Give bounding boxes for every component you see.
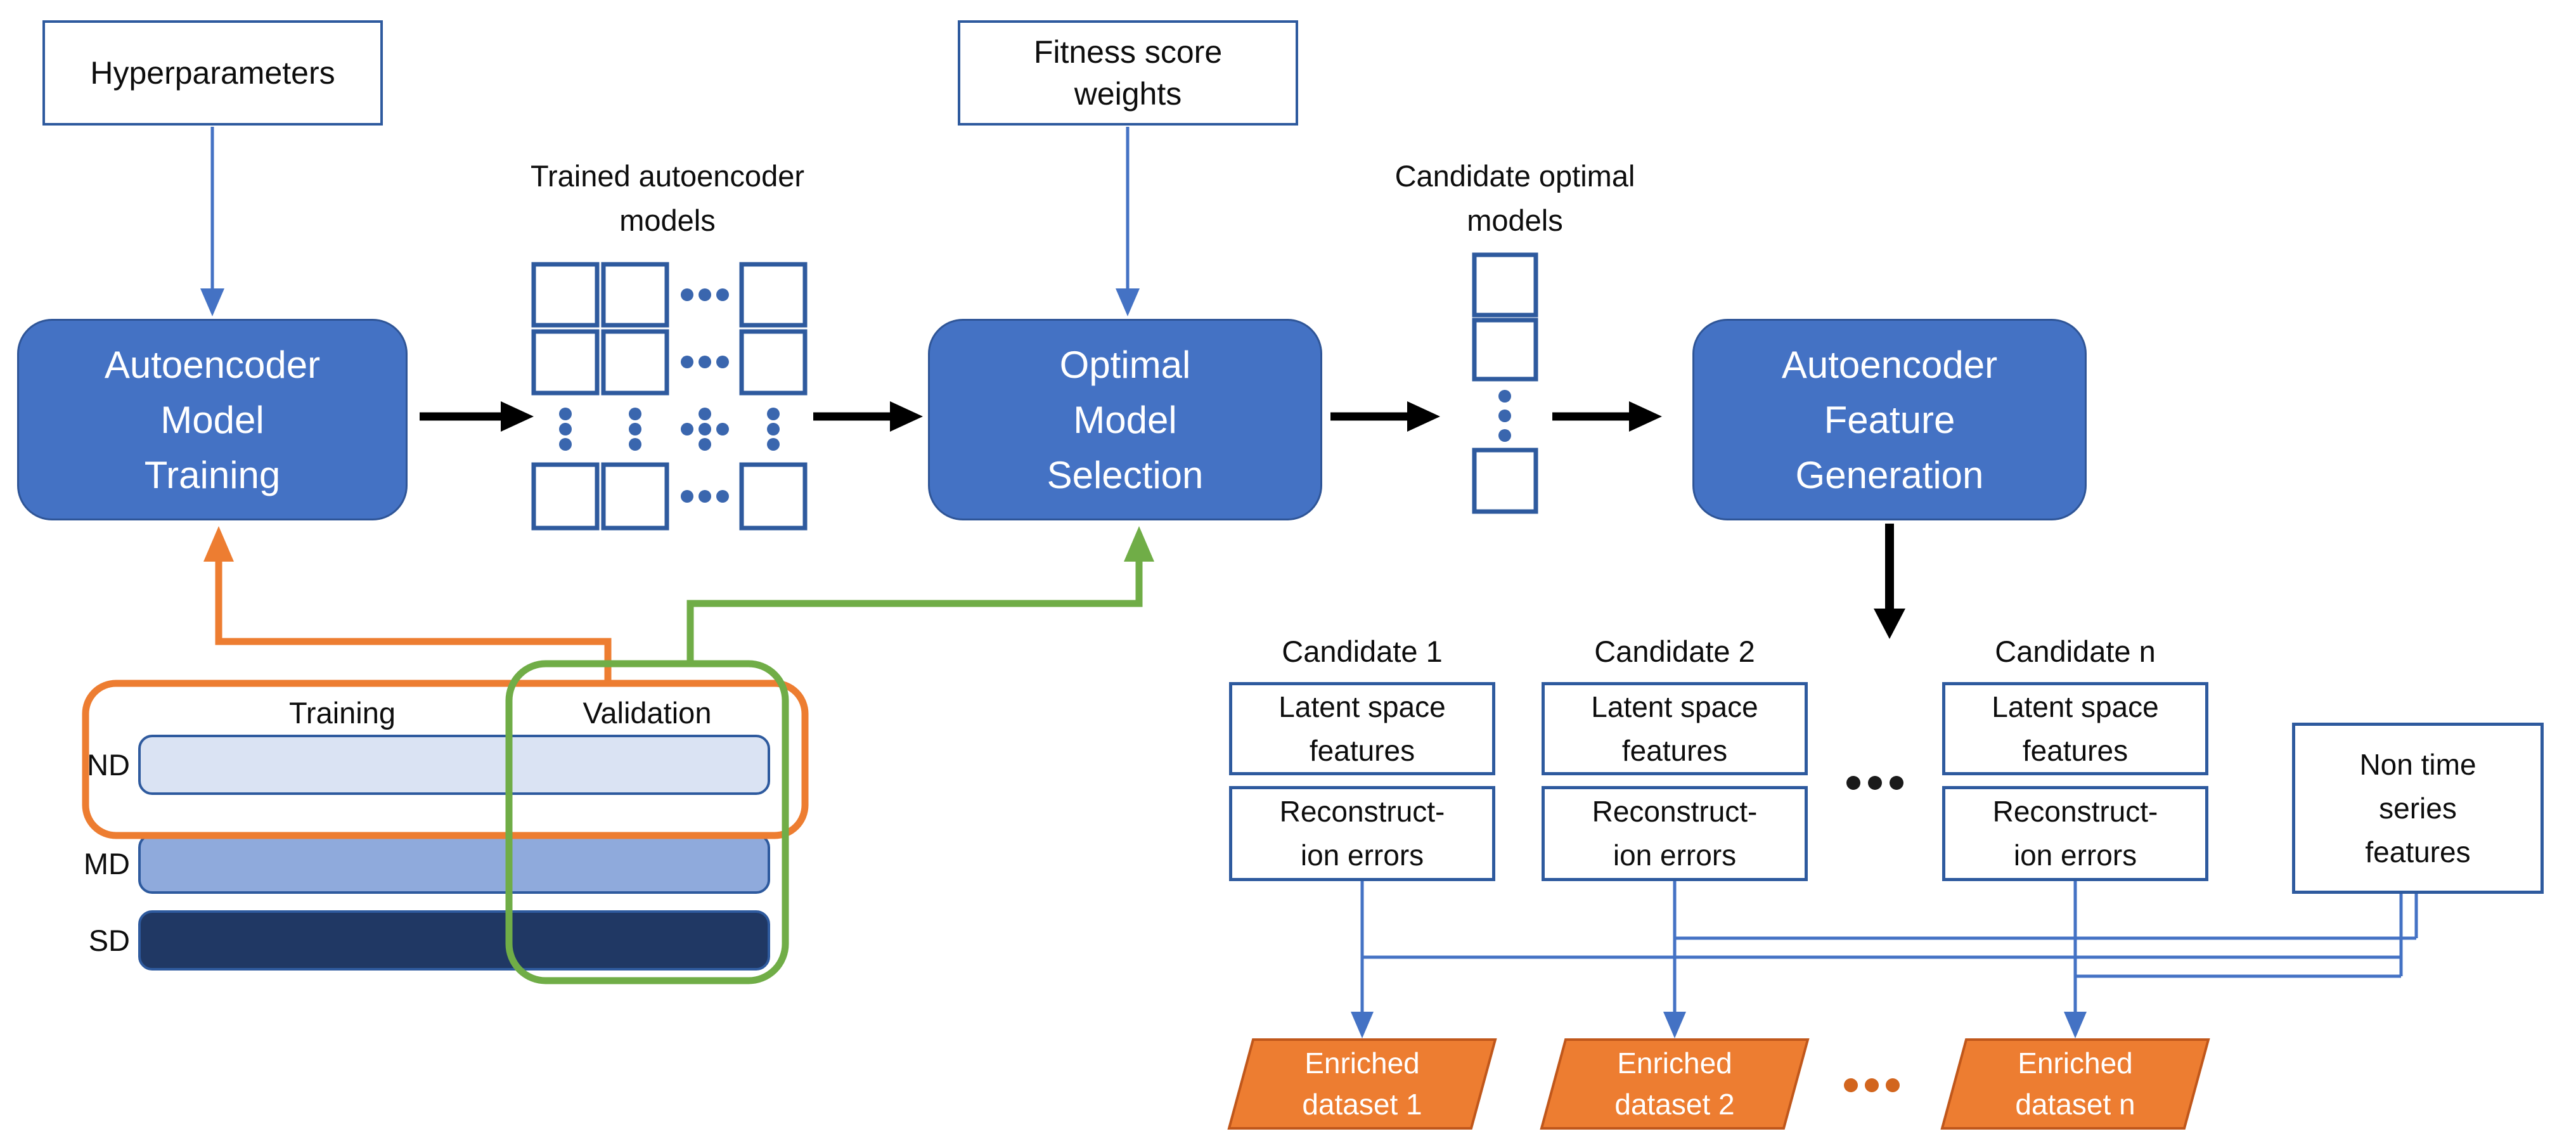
enriched-dataset-n-shape [1940, 1038, 2210, 1130]
sd-row-label: SD [88, 923, 130, 957]
candidate-1-title: Candidate 1 [1282, 634, 1443, 668]
training-column-label: Training [288, 695, 396, 730]
candidate-2-reconstruction-box: Reconstruct- ion errors [1542, 786, 1808, 881]
grid-ellipsis-dots [559, 288, 780, 503]
enriched-ellipsis [1844, 1078, 1900, 1092]
enriched-dataset-2-shape [1540, 1038, 1810, 1130]
arrow-generation-down [1874, 524, 1905, 639]
feature-connector-arrowheads [1351, 1012, 2087, 1038]
arrow-training-to-models [420, 401, 534, 432]
arrow-candidates-to-generation [1552, 401, 1662, 432]
enriched-dataset-1-shape [1227, 1038, 1497, 1130]
sd-bar [138, 910, 770, 971]
candidate-2-title: Candidate 2 [1594, 634, 1755, 668]
enriched-dataset-shapes [1227, 1038, 2210, 1130]
hyperparameters-box: Hyperparameters [42, 20, 383, 126]
optimal-model-selection-box: Optimal Model Selection [928, 319, 1322, 520]
arrow-selection-to-candidates [1330, 401, 1440, 432]
fitness-score-weights-box: Fitness score weights [958, 20, 1298, 126]
column-ellipsis-dots [1498, 390, 1511, 442]
arrow-fitness-down [1116, 127, 1140, 316]
enriched-dataset-2-label: Enriched dataset 2 [1614, 1046, 1735, 1121]
enriched-dataset-1-label: Enriched dataset 1 [1302, 1046, 1422, 1121]
md-bar [138, 834, 770, 894]
autoencoder-model-training-box: Autoencoder Model Training [17, 319, 408, 520]
candidate-models-column [1472, 252, 1538, 514]
non-time-series-features-box: Non time series features [2292, 723, 2544, 894]
candidate-2-latent-box: Latent space features [1542, 682, 1808, 775]
nd-row-label: ND [87, 747, 130, 782]
trained-models-label: Trained autoencoder models [531, 158, 804, 238]
dataset-bars [138, 735, 770, 971]
md-row-label: MD [83, 846, 130, 880]
candidate-n-reconstruction-box: Reconstruct- ion errors [1942, 786, 2208, 881]
arrow-hyperparameters-down [200, 127, 224, 316]
candidate-1-reconstruction-box: Reconstruct- ion errors [1229, 786, 1495, 881]
autoencoder-feature-generation-box: Autoencoder Feature Generation [1692, 319, 2087, 520]
candidates-ellipsis [1846, 776, 1903, 790]
candidate-1-latent-box: Latent space features [1229, 682, 1495, 775]
nd-bar [138, 735, 770, 795]
candidate-n-title: Candidate n [1995, 634, 2156, 668]
candidate-n-latent-box: Latent space features [1942, 682, 2208, 775]
arrow-models-to-selection [813, 401, 923, 432]
validation-selection-outline [505, 526, 1154, 984]
trained-models-grid [531, 262, 808, 531]
feature-connectors [1360, 881, 2418, 1014]
validation-column-label: Validation [583, 695, 712, 730]
candidate-models-label: Candidate optimal models [1394, 158, 1635, 238]
enriched-dataset-n-label: Enriched dataset n [2015, 1046, 2135, 1121]
